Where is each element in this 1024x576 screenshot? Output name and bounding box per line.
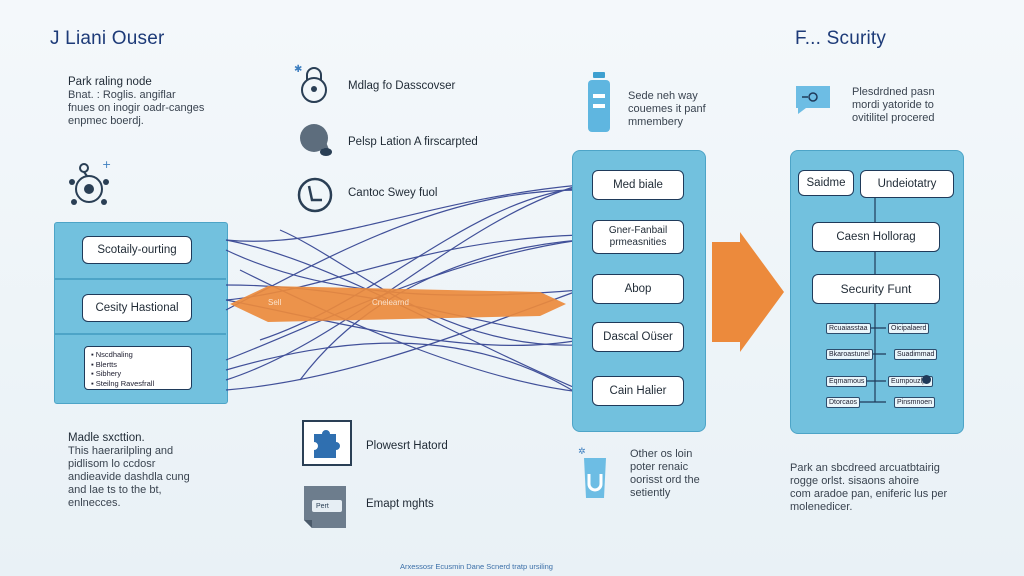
right-top-note-line: ovitilitel procered: [852, 112, 935, 124]
middle-bottom-note-line: setiently: [630, 487, 671, 499]
middle-top-note-line: couemes it panf: [628, 103, 706, 115]
bottom-left-note-line: andieavide dashdla cung: [68, 471, 190, 483]
left-note-line: fnues on inogir oadr-canges: [68, 102, 205, 114]
med-biale-box[interactable]: Med biale: [592, 170, 684, 200]
undeiotatry-box[interactable]: Undeiotatry: [860, 170, 954, 198]
right-top-note: Plesdrdned pasn mordi yatoride to ovitil…: [852, 86, 972, 125]
cain-halier-box[interactable]: Cain Halier: [592, 376, 684, 406]
bottom-left-note: Madle sxcttion. This haerarilpling and p…: [68, 432, 218, 510]
svg-text:+: +: [102, 158, 111, 171]
right-row-right: Eumpouzlpe: [888, 376, 933, 387]
left-note-heading: Park raling node: [68, 76, 152, 88]
left-note-line: Bnat. : Roglis. angiflar: [68, 89, 176, 101]
security-funt-box[interactable]: Security Funt: [812, 274, 940, 304]
chat-bubble-icon: [298, 122, 334, 158]
right-row-right: Oicipalaerd: [888, 323, 930, 334]
list-item: ▪ Nscdhaling: [91, 350, 133, 359]
right-bottom-note-line: rogge orlst. sisaons ahoire: [790, 475, 920, 487]
left-note: Park raling node Bnat. : Roglis. angifla…: [68, 76, 218, 128]
cesity-hastional-box[interactable]: Cesity Hastional: [82, 294, 192, 322]
right-bottom-note-line: com aradoe pan, eniferic lus per: [790, 488, 948, 500]
bottom-item-label: Emapt mghts: [366, 498, 434, 510]
cup-magnet-icon: ✲: [578, 446, 612, 502]
bottom-left-note-line: This haerarilpling and: [68, 445, 174, 457]
right-row-left: Eqmamous: [826, 376, 868, 387]
top-item-label: Cantoc Swey fuol: [348, 187, 438, 199]
right-row-right: Suadimmad: [894, 349, 938, 360]
list-item: ▪ Steilng Ravesfrall: [91, 378, 155, 388]
list-item: ▪ Sibhery: [91, 369, 122, 378]
bottom-left-note-line: and lae ts to the bt,: [68, 484, 162, 496]
bottle-icon: [584, 72, 614, 134]
right-title: F... Scurity: [795, 28, 887, 49]
svg-text:✲: ✲: [578, 447, 586, 457]
right-top-note-line: Plesdrdned pasn: [852, 86, 935, 98]
middle-bottom-note: Other os loin poter renaic oorisst ord t…: [630, 448, 740, 500]
bottom-item-label: Plowesrt Hatord: [366, 440, 448, 452]
document-tag: Pert: [316, 503, 329, 510]
gear-network-icon: +: [64, 158, 114, 212]
right-top-note-line: mordi yatoride to: [852, 99, 934, 111]
scotaily-ourting-box[interactable]: Scotaily-ourting: [82, 236, 192, 264]
message-icon: [794, 84, 832, 116]
right-bottom-note-line: Park an sbcdreed arcuatbtairig: [790, 462, 940, 474]
top-item-label: Mdlag fo Dasscovser: [348, 80, 456, 92]
left-title: J Liani Ouser: [50, 28, 165, 49]
dascal-ouser-box[interactable]: Dascal Oüser: [592, 322, 684, 352]
gner-fanbail-box[interactable]: Gner-Fanbail prmeasnities: [592, 220, 684, 254]
caesn-hollorag-box[interactable]: Caesn Hollorag: [812, 222, 940, 252]
left-note-line: enpmec boerdj.: [68, 115, 144, 127]
arrow-center-label: Cnelearnd: [372, 298, 409, 307]
lock-icon: ✱: [294, 64, 332, 104]
right-panel-connectors: [858, 197, 886, 403]
middle-bottom-note-line: oorisst ord the: [630, 474, 700, 486]
list-item: ▪ Blertts: [91, 359, 118, 369]
svg-text:✱: ✱: [294, 64, 302, 75]
middle-top-note-line: Sede neh way: [628, 90, 698, 102]
right-row-left: Bkaroastunel: [826, 349, 873, 360]
middle-bottom-note-line: Other os loin: [630, 448, 693, 460]
left-list-box: ▪ Nscdhaling ▪ Blertts ▪ Sibhery ▪ Steil…: [84, 346, 192, 390]
abop-box[interactable]: Abop: [592, 274, 684, 304]
bottom-left-note-line: pidlisom lo ccdosr: [68, 458, 156, 470]
left-panel-divider: [54, 278, 226, 280]
middle-bottom-note-line: poter renaic: [630, 461, 689, 473]
right-row-left: Dtorcaos: [826, 397, 861, 408]
gauge-icon: [296, 176, 334, 214]
status-dot-icon: [922, 375, 931, 384]
bottom-left-note-line: enlnecces.: [68, 497, 121, 509]
footer-text: Arxessosr Ecusmin Dane Scnerd tratp ursi…: [400, 562, 553, 571]
right-row-right: Pinsmnoen: [894, 397, 936, 408]
right-bottom-note-line: molenedicer.: [790, 501, 853, 513]
right-row-left: Rcuaiasstaa: [826, 323, 871, 334]
middle-top-note-line: mmembery: [628, 116, 684, 128]
middle-top-note: Sede neh way couemes it panf mmembery: [628, 90, 738, 129]
right-bottom-note: Park an sbcdreed arcuatbtairig rogge orl…: [790, 462, 970, 514]
saidme-box[interactable]: Saidme: [798, 170, 854, 196]
left-panel-divider: [54, 333, 226, 335]
document-icon: [302, 478, 354, 530]
puzzle-icon: [302, 420, 352, 466]
arrow-left-label: Sell: [268, 298, 282, 307]
top-item-label: Pelsp Lation A firscarpted: [348, 136, 478, 148]
bottom-left-note-heading: Madle sxcttion.: [68, 432, 145, 444]
